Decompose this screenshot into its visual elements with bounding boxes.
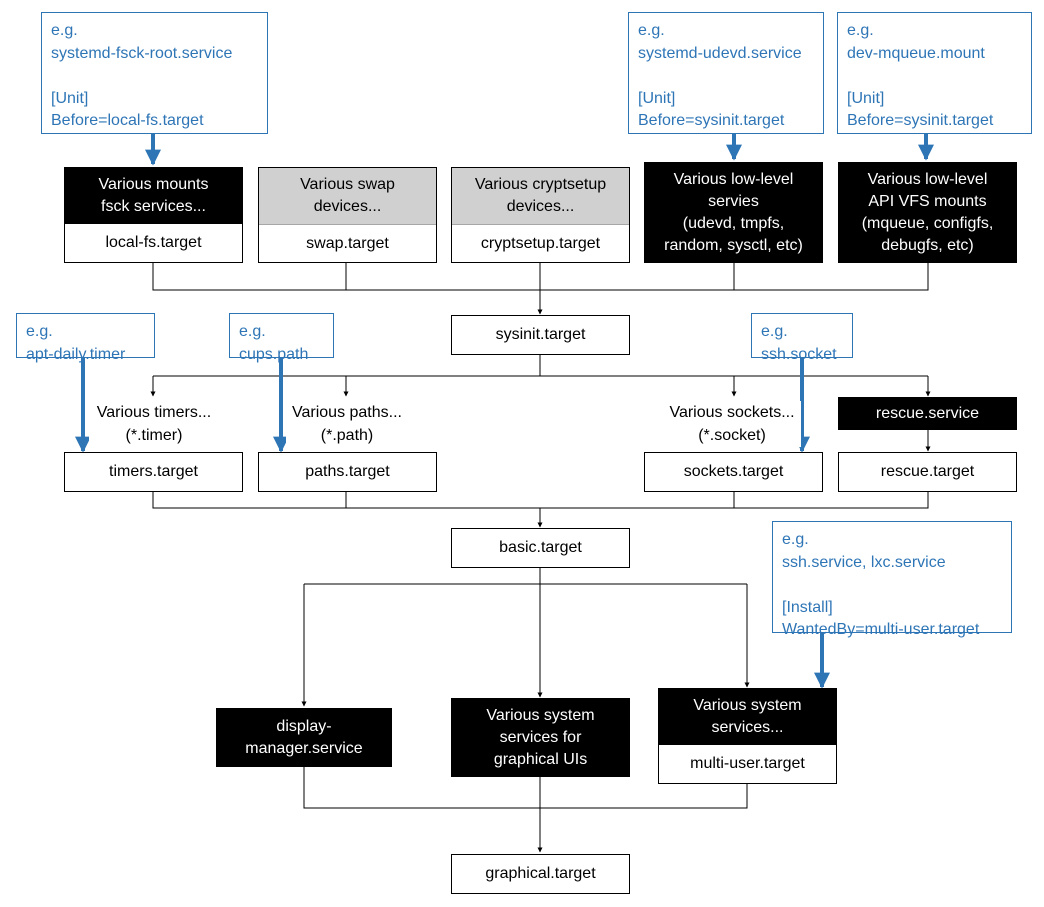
rescue-service: rescue.service: [838, 397, 1017, 430]
low-level-services: Various low-level servies (udevd, tmpfs,…: [644, 162, 823, 263]
connectors-row1: [152, 262, 929, 315]
graphical-target-label: graphical.target: [485, 865, 596, 882]
sockets-target: sockets.target: [644, 452, 823, 492]
display-manager-service-label: display- manager.service: [245, 717, 363, 757]
sockets-target-label: sockets.target: [683, 463, 784, 480]
note-cups-path: e.g. cups.path: [229, 313, 334, 363]
note-ssh-socket: e.g. ssh.socket: [751, 313, 853, 363]
paths-label: Various paths... (*.path): [286, 401, 408, 447]
graphical-ui-services-label: Various system services for graphical UI…: [486, 706, 595, 768]
sockets-label: Various sockets... (*.socket): [663, 401, 801, 447]
timers-target: timers.target: [64, 452, 243, 492]
cryptsetup-target: cryptsetup.target: [480, 234, 601, 252]
multi-user-group: Various system services... multi-user.ta…: [658, 688, 837, 784]
note-udevd: e.g. systemd-udevd.service [Unit] Before…: [628, 12, 824, 134]
cryptsetup-devices: Various cryptsetup devices...: [452, 168, 629, 225]
rescue-service-label: rescue.service: [875, 404, 980, 422]
blue-arrows: [75, 134, 934, 689]
connectors-row3: [152, 491, 929, 528]
rescue-target-label: rescue.target: [880, 463, 975, 480]
sysinit-target-label: sysinit.target: [495, 326, 586, 343]
basic-target: basic.target: [451, 528, 630, 568]
graphical-ui-services: Various system services for graphical UI…: [451, 698, 630, 777]
basic-target-label: basic.target: [499, 539, 582, 556]
swap-devices: Various swap devices...: [259, 168, 436, 225]
graphical-target: graphical.target: [451, 854, 630, 894]
multi-user-target: multi-user.target: [690, 755, 805, 772]
note-fsck-root: e.g. systemd-fsck-root.service [Unit] Be…: [41, 12, 268, 134]
connectors-row2: [150, 354, 931, 452]
api-vfs-mounts: Various low-level API VFS mounts (mqueue…: [838, 162, 1017, 263]
display-manager-service: display- manager.service: [216, 708, 392, 767]
paths-target: paths.target: [258, 452, 437, 492]
sysinit-target: sysinit.target: [451, 315, 630, 355]
swap-group: Various swap devices... swap.target: [258, 167, 437, 263]
note-apt-daily-timer: e.g. apt-daily.timer: [16, 313, 155, 363]
rescue-target: rescue.target: [838, 452, 1017, 492]
low-level-services-label: Various low-level servies (udevd, tmpfs,…: [664, 170, 803, 254]
api-vfs-mounts-label: Various low-level API VFS mounts (mqueue…: [861, 170, 994, 254]
timers-target-label: timers.target: [109, 463, 198, 480]
system-services: Various system services...: [659, 689, 836, 745]
connectors-row5: [303, 767, 748, 853]
mounts-fsck-services: Various mounts fsck services...: [65, 168, 242, 224]
local-fs-target: local-fs.target: [105, 234, 202, 251]
timers-label: Various timers... (*.timer): [89, 401, 219, 447]
swap-target: swap.target: [306, 234, 389, 252]
cryptsetup-group: Various cryptsetup devices... cryptsetup…: [451, 167, 630, 263]
note-multi-user-services: e.g. ssh.service, lxc.service [Install] …: [772, 521, 1012, 638]
local-fs-group: Various mounts fsck services... local-fs…: [64, 167, 243, 263]
paths-target-label: paths.target: [305, 463, 390, 480]
note-mqueue: e.g. dev-mqueue.mount [Unit] Before=sysi…: [837, 12, 1032, 134]
connectors-row4: [301, 567, 750, 707]
